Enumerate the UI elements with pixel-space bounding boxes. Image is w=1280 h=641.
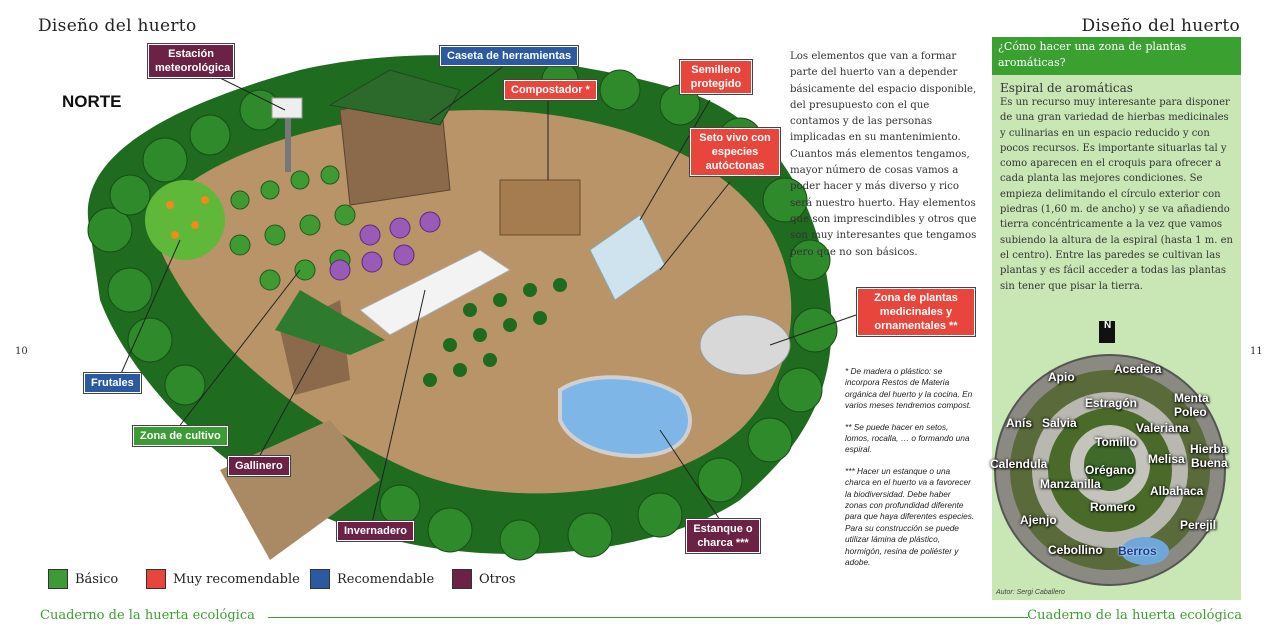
page-title-right: Diseño del huerto <box>1081 16 1240 36</box>
page-number-left: 10 <box>15 346 28 357</box>
label-frutales: Frutales <box>84 373 141 393</box>
footer-rule <box>268 617 1028 618</box>
label-zona-cultivo: Zona de cultivo <box>133 426 228 446</box>
herb-hierba: Hierba <box>1190 442 1228 456</box>
footnote-3: *** Hacer un estanque o una charca en el… <box>845 465 975 568</box>
label-estacion-meteorologica: Estación meteorológica <box>148 44 234 78</box>
footnote-2: ** Se puede hacer en setos, lomos, rocal… <box>845 421 970 455</box>
herb-tomillo: Tomillo <box>1095 435 1137 449</box>
herb-berros: Berros <box>1118 544 1157 558</box>
footer-left: Cuaderno de la huerta ecológica <box>40 608 255 623</box>
compass-label: N <box>1104 320 1112 331</box>
label-caseta-herramientas: Caseta de herramientas <box>440 46 579 66</box>
label-invernadero: Invernadero <box>337 521 414 541</box>
label-semillero: Semillero protegido <box>680 60 752 94</box>
herb-valeriana: Valeriana <box>1136 421 1189 435</box>
pond <box>558 375 692 458</box>
label-estanque: Estanque o charca *** <box>686 519 760 553</box>
panel-subheading: Espiral de aromáticas <box>1000 81 1133 95</box>
legend-muy-recomendable: Muy recomendable <box>146 569 300 589</box>
herb-melisa: Melisa <box>1148 452 1185 466</box>
legend-swatch <box>146 569 166 589</box>
herb-ajenjo: Ajenjo <box>1020 513 1057 527</box>
herb-apio: Apio <box>1048 370 1075 384</box>
page-number-right: 11 <box>1250 346 1263 357</box>
herb-cebollino: Cebollino <box>1048 543 1103 557</box>
intro-paragraph: Los elementos que van a formar parte del… <box>790 51 977 258</box>
herb-salvia: Salvia <box>1042 416 1077 430</box>
legend-recomendable: Recomendable <box>310 569 434 589</box>
compass-icon <box>1099 321 1115 343</box>
legend-swatch <box>452 569 472 589</box>
footer-right: Cuaderno de la huerta ecológica <box>1027 608 1242 623</box>
greenhouse <box>359 249 511 336</box>
label-zona-plantas: Zona de plantas medicinales y ornamental… <box>857 288 975 336</box>
label-seto-vivo: Seto vivo con especies autóctonas <box>690 128 780 176</box>
herb-acedera: Acedera <box>1114 362 1162 376</box>
herb-menta: Menta <box>1174 391 1209 405</box>
herb-manzanilla: Manzanilla <box>1040 477 1101 491</box>
footnotes: * De madera o plástico: se incorpora Res… <box>845 366 975 579</box>
label-gallinero: Gallinero <box>228 456 290 476</box>
herb-calendula: Calendula <box>990 457 1048 471</box>
herb-estragon: Estragón <box>1085 396 1138 410</box>
north-label: NORTE <box>62 92 122 111</box>
herb-poleo: Poleo <box>1174 405 1207 419</box>
legend-swatch <box>48 569 68 589</box>
herb-perejil: Perejil <box>1180 518 1217 532</box>
label-compostador: Compostador * <box>504 80 597 100</box>
legend-swatch <box>310 569 330 589</box>
herb-albahaca: Albahaca <box>1150 484 1204 498</box>
herb-buena: Buena <box>1191 456 1228 470</box>
herb-anis: Anís <box>1006 416 1033 430</box>
shed-roof <box>328 69 461 126</box>
herb-spiral-illustration <box>994 321 1226 586</box>
legend-otros: Otros <box>452 569 516 589</box>
herb-romero: Romero <box>1090 500 1136 514</box>
footnote-1: * De madera o plástico: se incorpora Res… <box>845 366 973 411</box>
page-title-left: Diseño del huerto <box>38 16 197 36</box>
legend-basico: Básico <box>48 569 118 589</box>
panel-heading: ¿Cómo hacer una zona de plantas aromátic… <box>992 37 1241 75</box>
panel-body: Es un recurso muy interesante para dispo… <box>1000 97 1233 292</box>
herb-oregano: Orégano <box>1085 463 1135 477</box>
aromaticas-panel: ¿Cómo hacer una zona de plantas aromátic… <box>992 37 1241 600</box>
author-credit: Autor: Sergi Caballero <box>996 589 1065 596</box>
garden-illustration <box>87 55 857 561</box>
